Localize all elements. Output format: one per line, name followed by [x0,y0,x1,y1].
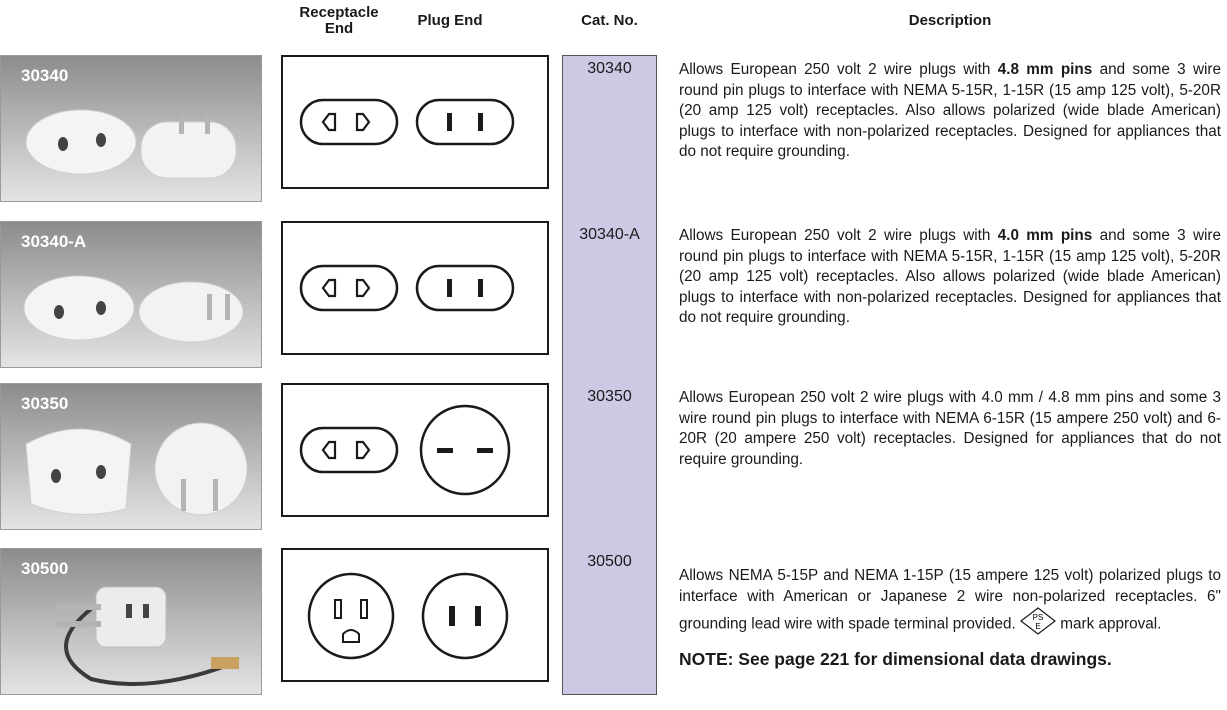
adapter-illustration [25,422,248,516]
cat-no-30500: 30500 [587,553,632,570]
diagram-30350 [281,383,549,517]
adapter-illustration [56,586,239,686]
adapter-illustration [23,275,244,343]
description-30340: Allows European 250 volt 2 wire plugs wi… [679,60,1221,163]
desc-text: Allows European 250 volt 2 wire plugs wi… [679,227,998,244]
photo-label: 30500 [21,559,69,578]
description-30350: Allows European 250 volt 2 wire plugs wi… [679,389,1221,468]
photo-label: 30340-A [21,232,87,251]
desc-text: Allows NEMA 5-15P and NEMA 1-15P (15 amp… [679,567,1221,633]
product-photo-30340: 30340 [0,55,262,202]
euro-to-us-diagram [299,264,515,312]
diagram-30340-a [281,221,549,355]
adapter-illustration [25,109,237,179]
diagram-30340 [281,55,549,189]
description-30340-a: Allows European 250 volt 2 wire plugs wi… [679,226,1221,329]
header-cat-no: Cat. No. [581,12,638,29]
description-30500: Allows NEMA 5-15P and NEMA 1-15P (15 amp… [679,566,1221,642]
desc-text: Allows European 250 volt 2 wire plugs wi… [679,61,998,78]
cat-no-30350: 30350 [587,388,632,405]
header-description: Description [908,12,992,29]
header-receptacle-end: Receptacle End [299,4,379,37]
cat-no-30340: 30340 [587,60,632,77]
product-photo-30500: 30500 [0,548,262,695]
cat-no-column [562,55,657,695]
header-plug-end: Plug End [417,12,483,29]
photo-label: 30340 [21,66,69,85]
desc-text: and some 3 wire round pin plugs to inter… [679,61,1222,160]
product-photo-30350: 30350 [0,383,262,530]
euro-to-250v-diagram [299,404,511,496]
photo-label: 30350 [21,394,69,413]
us-grounding-diagram [307,572,509,660]
desc-text: and some 3 wire round pin plugs to inter… [679,227,1222,326]
euro-to-us-diagram [299,98,515,146]
diagram-30500 [281,548,549,682]
product-photo-30340-a: 30340-A [0,221,262,368]
desc-bold: 4.0 mm pins [997,227,1093,244]
desc-text: mark approval. [1055,615,1162,633]
cat-no-30340-a: 30340-A [579,226,640,243]
note-dimensional-data: NOTE: See page 221 for dimensional data … [679,649,1112,669]
desc-bold: 4.8 mm pins [997,61,1093,78]
